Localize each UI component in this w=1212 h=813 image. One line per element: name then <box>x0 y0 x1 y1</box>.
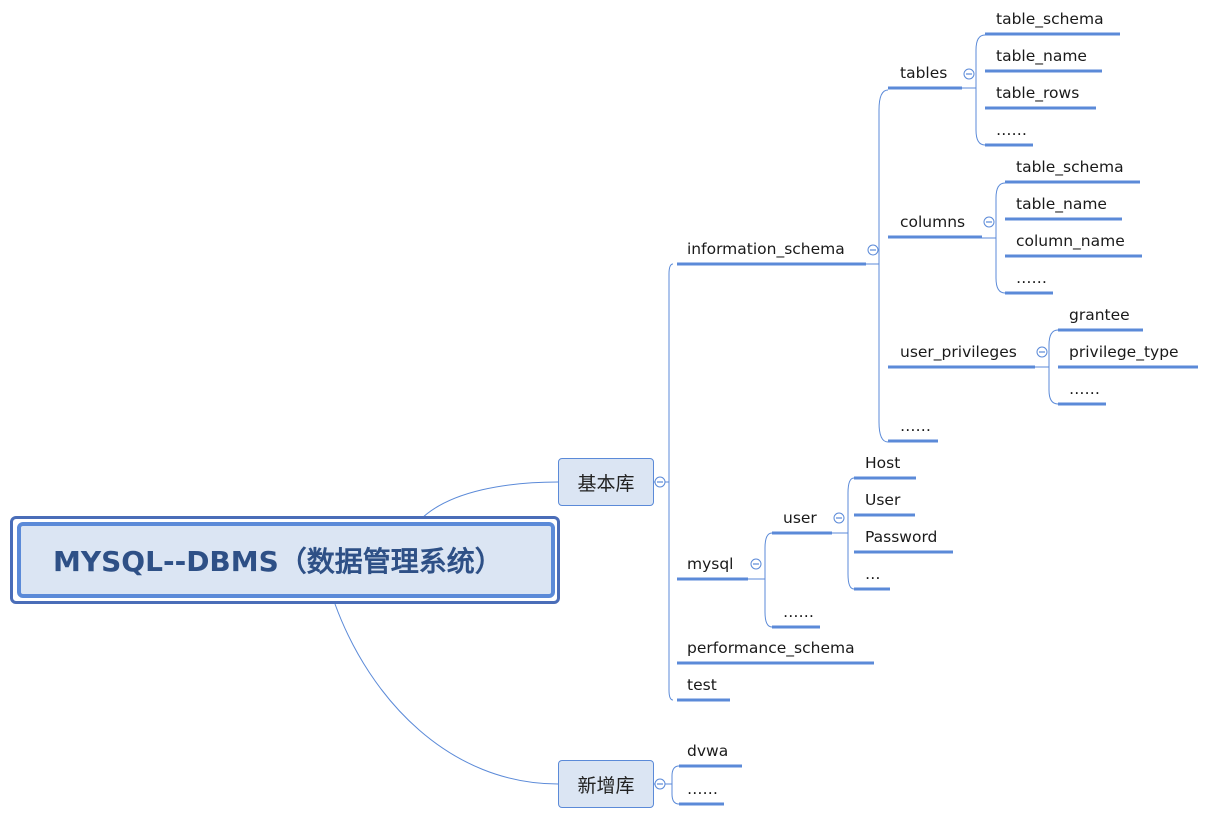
collapse-toggle-new[interactable] <box>654 778 666 790</box>
collapse-toggle-mysql[interactable] <box>750 558 762 570</box>
collapse-toggle-basic[interactable] <box>654 476 666 488</box>
collapse-toggle-tables[interactable] <box>963 68 975 80</box>
topic-basic-label: 基本库 <box>577 472 635 495</box>
node-test[interactable]: test <box>687 676 717 694</box>
node-columns-column-name[interactable]: column_name <box>1016 232 1125 250</box>
collapse-toggle-user-privileges[interactable] <box>1036 346 1048 358</box>
connector-new-bracket <box>671 765 680 805</box>
node-tables-more[interactable]: …… <box>996 121 1027 139</box>
node-columns-more[interactable]: …… <box>1016 269 1047 287</box>
node-performance-schema[interactable]: performance_schema <box>687 639 855 657</box>
node-columns-table-schema[interactable]: table_schema <box>1016 158 1124 176</box>
node-mysql[interactable]: mysql <box>687 555 734 573</box>
node-userpriv-privilege-type[interactable]: privilege_type <box>1069 343 1179 361</box>
topic-new[interactable]: 新增库 <box>558 760 654 808</box>
node-information-schema[interactable]: information_schema <box>687 240 845 258</box>
node-user[interactable]: user <box>783 509 817 527</box>
node-tables-table-schema[interactable]: table_schema <box>996 10 1104 28</box>
connector-user-bracket <box>847 477 855 590</box>
node-userpriv-grantee[interactable]: grantee <box>1069 306 1130 324</box>
connector-mysql-bracket <box>764 532 773 628</box>
node-info-more[interactable]: …… <box>900 417 931 435</box>
connector-columns-bracket <box>995 182 1006 294</box>
topic-basic[interactable]: 基本库 <box>558 458 654 506</box>
connector-userpriv-bracket <box>1048 329 1059 405</box>
node-tables-table-name[interactable]: table_name <box>996 47 1087 65</box>
collapse-toggle-user[interactable] <box>833 512 845 524</box>
collapse-toggle-information-schema[interactable] <box>867 244 879 256</box>
node-columns-table-name[interactable]: table_name <box>1016 195 1107 213</box>
node-userpriv-more[interactable]: …… <box>1069 380 1100 398</box>
root-node[interactable]: MYSQL--DBMS（数据管理系统） <box>17 522 555 598</box>
node-tables-table-rows[interactable]: table_rows <box>996 84 1080 102</box>
node-user-privileges[interactable]: user_privileges <box>900 343 1017 361</box>
topic-new-label: 新增库 <box>577 774 635 797</box>
node-user-host[interactable]: Host <box>865 454 901 472</box>
node-user-more[interactable]: … <box>865 565 881 583</box>
connector-basic-bracket <box>668 263 674 701</box>
node-user-user[interactable]: User <box>865 491 901 509</box>
node-mysql-more[interactable]: …… <box>783 603 814 621</box>
connector-info-bracket <box>878 89 889 443</box>
node-columns[interactable]: columns <box>900 213 966 231</box>
connector-root-basic <box>419 481 559 521</box>
root-node-label: MYSQL--DBMS（数据管理系统） <box>53 545 503 578</box>
node-user-password[interactable]: Password <box>865 528 938 546</box>
node-new-more[interactable]: …… <box>687 780 718 798</box>
connector-tables-bracket <box>975 34 986 146</box>
node-new-dvwa[interactable]: dvwa <box>687 742 729 760</box>
node-tables[interactable]: tables <box>900 64 948 82</box>
connector-root-new <box>334 603 559 785</box>
collapse-toggle-columns[interactable] <box>983 216 995 228</box>
